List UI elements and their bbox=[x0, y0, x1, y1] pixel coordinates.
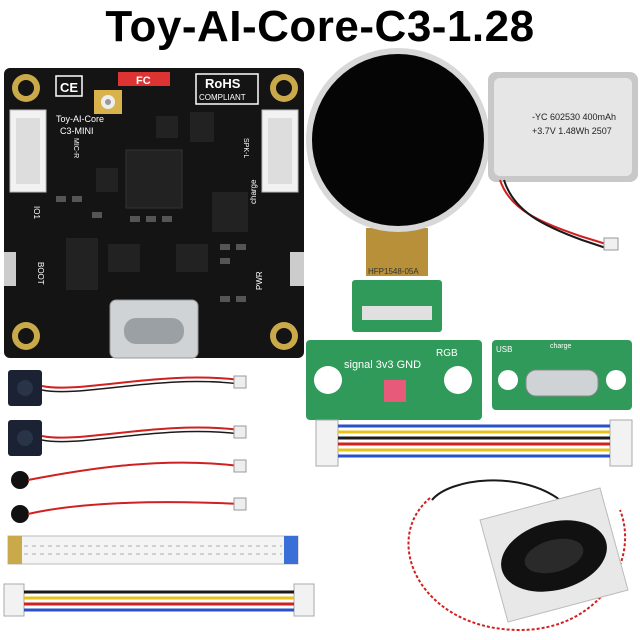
pwr-button bbox=[290, 252, 304, 286]
charge-label: charge bbox=[249, 179, 258, 204]
round-display: HFP1548-05A bbox=[306, 48, 490, 332]
chip bbox=[176, 244, 208, 272]
io-label: IO1 bbox=[32, 206, 41, 219]
microphone-2 bbox=[11, 497, 247, 523]
chip bbox=[96, 168, 118, 192]
chip bbox=[156, 116, 178, 138]
jst-connector-right bbox=[261, 109, 299, 193]
compliant-label: COMPLIANT bbox=[199, 93, 246, 102]
amp-chip bbox=[66, 238, 98, 290]
usb-label: USB bbox=[496, 345, 512, 354]
rohs-mark: RoHS bbox=[205, 76, 241, 91]
six-pin-cable-right bbox=[315, 419, 633, 467]
microphone-1 bbox=[11, 459, 247, 489]
main-board: CE FC RoHS COMPLIANT Toy-AI-Core C3-MINI… bbox=[4, 68, 304, 359]
battery-line1: -YC 602530 400mAh bbox=[532, 112, 616, 122]
chip bbox=[190, 112, 214, 142]
fpc-label: HFP1548-05A bbox=[368, 267, 419, 276]
speaker-module-2 bbox=[8, 420, 247, 456]
boot-button bbox=[4, 252, 16, 286]
main-chip bbox=[125, 149, 183, 209]
lipo-battery: -YC 602530 400mAh +3.7V 1.48Wh 2507 bbox=[488, 72, 638, 251]
spk-label: SPK-L bbox=[242, 138, 249, 158]
speaker-module-1 bbox=[8, 370, 247, 406]
rgb-board: RGB signal 3v3 GND bbox=[306, 340, 482, 420]
usb-board: USB charge bbox=[492, 340, 632, 410]
antenna-connector bbox=[94, 90, 122, 114]
oval-speaker bbox=[407, 479, 629, 632]
board-model: C3-MINI bbox=[60, 126, 94, 136]
usb-c-port bbox=[109, 299, 199, 359]
board-name: Toy-AI-Core bbox=[56, 114, 104, 124]
jst-connector-left bbox=[9, 109, 47, 193]
usb-charge-label: charge bbox=[550, 343, 572, 350]
rgb-pins: signal 3v3 GND bbox=[344, 359, 421, 371]
mic-label: MIC-R bbox=[72, 138, 79, 158]
ffc-cable bbox=[7, 535, 299, 565]
ce-mark: CE bbox=[60, 80, 78, 95]
product-title: Toy-AI-Core-C3-1.28 bbox=[105, 2, 535, 51]
battery-line2: +3.7V 1.48Wh 2507 bbox=[532, 126, 612, 136]
rgb-title: RGB bbox=[436, 348, 458, 359]
secondary-chip bbox=[212, 192, 248, 232]
rgb-led bbox=[384, 380, 406, 402]
boot-label: BOOT bbox=[36, 262, 45, 285]
pwr-label: PWR bbox=[255, 271, 264, 290]
four-pin-cable-bottom bbox=[3, 583, 315, 617]
fcc-mark: FC bbox=[136, 75, 151, 87]
ce-mark-box bbox=[55, 75, 83, 97]
chip bbox=[108, 244, 140, 272]
